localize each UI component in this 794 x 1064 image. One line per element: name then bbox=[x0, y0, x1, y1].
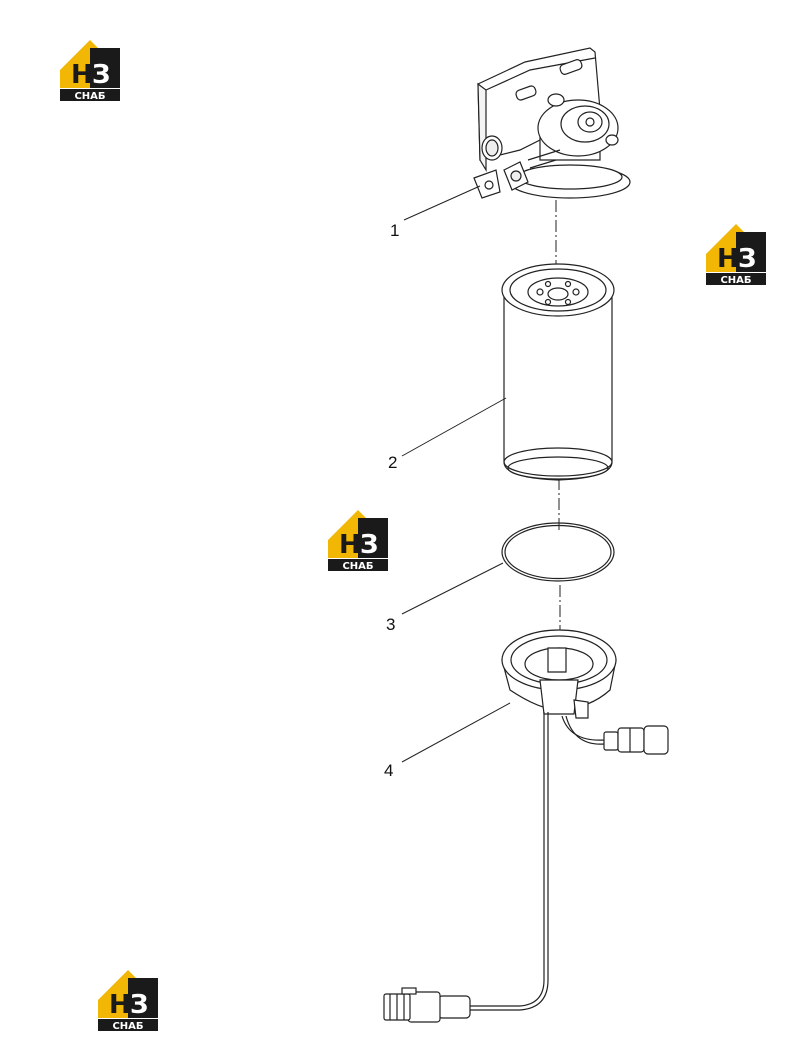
filter-cartridge-part bbox=[501, 263, 615, 481]
leader-line-2 bbox=[401, 397, 507, 457]
watermark-logo: СНАБ bbox=[60, 40, 120, 102]
leader-line-4 bbox=[401, 702, 511, 763]
watermark-caption: СНАБ bbox=[112, 1021, 143, 1032]
callout-label-4: 4 bbox=[384, 761, 393, 780]
leader-lines bbox=[401, 185, 511, 763]
callout-label-3: 3 bbox=[386, 615, 395, 634]
leader-line-3 bbox=[401, 562, 504, 615]
watermark-caption: СНАБ bbox=[74, 91, 105, 102]
sensor-cable bbox=[470, 712, 605, 1011]
filter-head-part bbox=[473, 47, 631, 199]
watermark-logo: СНАБ bbox=[98, 970, 158, 1032]
bottom-connector bbox=[383, 987, 471, 1023]
seal-ring-part bbox=[501, 522, 615, 582]
leader-line-1 bbox=[403, 185, 481, 221]
side-connector bbox=[603, 725, 669, 755]
callout-label-1: 1 bbox=[390, 221, 399, 240]
watermark-caption: СНАБ bbox=[342, 561, 373, 572]
watermark-caption: СНАБ bbox=[720, 275, 751, 286]
watermark-logo: СНАБ bbox=[706, 224, 766, 286]
watermark-logo: СНАБ bbox=[328, 510, 388, 572]
filter-bowl-part bbox=[501, 629, 617, 719]
callout-label-2: 2 bbox=[388, 453, 397, 472]
